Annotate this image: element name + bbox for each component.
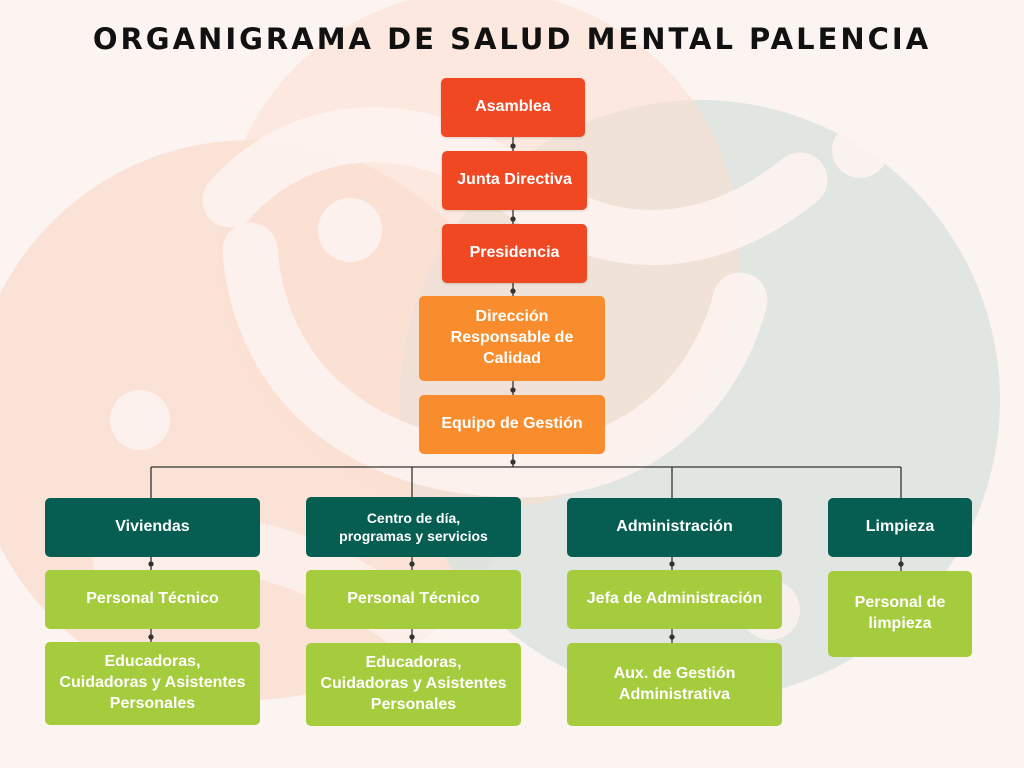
node-direccion-line1: Dirección	[475, 308, 549, 326]
node-presidencia-label: Presidencia	[469, 244, 560, 262]
staff-label: Jefa de Administración	[586, 590, 763, 608]
staff-viviendas-personal-tecnico: Personal Técnico	[45, 570, 260, 629]
node-asamblea: Asamblea	[441, 78, 585, 137]
staff-label: Personal Técnico	[347, 590, 480, 608]
department-viviendas: Viviendas	[45, 498, 260, 557]
node-junta-directiva: Junta Directiva	[442, 151, 587, 210]
staff-viviendas-educadoras: Educadoras, Cuidadoras y Asistentes Pers…	[45, 642, 260, 725]
department-administracion-label: Administración	[616, 518, 733, 536]
department-centro-dia: Centro de día, programas y servicios	[306, 497, 521, 557]
staff-label: Aux. de Gestión Administrativa	[613, 664, 736, 703]
department-limpieza: Limpieza	[828, 498, 972, 557]
department-centro-dia-line2: programas y servicios	[339, 528, 488, 544]
node-equipo-gestion: Equipo de Gestión	[419, 395, 605, 454]
node-direccion: Dirección Responsable de Calidad	[419, 296, 605, 381]
node-presidencia: Presidencia	[442, 224, 587, 283]
department-centro-dia-line1: Centro de día,	[366, 509, 461, 526]
department-viviendas-label: Viviendas	[115, 518, 190, 536]
staff-limpieza-personal: Personal de limpieza	[828, 571, 972, 657]
department-administracion: Administración	[567, 498, 782, 557]
node-direccion-line2: Responsable de Calidad	[450, 329, 574, 367]
staff-label: Educadoras, Cuidadoras y Asistentes Pers…	[320, 654, 507, 713]
staff-administracion-aux: Aux. de Gestión Administrativa	[567, 643, 782, 726]
department-limpieza-label: Limpieza	[865, 518, 935, 536]
node-asamblea-label: Asamblea	[475, 98, 551, 116]
node-junta-directiva-label: Junta Directiva	[457, 171, 572, 189]
page-title: ORGANIGRAMA DE SALUD MENTAL PALENCIA	[92, 22, 932, 56]
staff-label: Personal Técnico	[86, 590, 219, 608]
staff-administracion-jefa: Jefa de Administración	[567, 570, 782, 629]
staff-centro-educadoras: Educadoras, Cuidadoras y Asistentes Pers…	[306, 643, 521, 726]
staff-centro-personal-tecnico: Personal Técnico	[306, 570, 521, 629]
node-equipo-gestion-label: Equipo de Gestión	[441, 415, 583, 433]
staff-label: Educadoras, Cuidadoras y Asistentes Pers…	[59, 653, 246, 712]
staff-label: Personal de limpieza	[854, 594, 946, 632]
